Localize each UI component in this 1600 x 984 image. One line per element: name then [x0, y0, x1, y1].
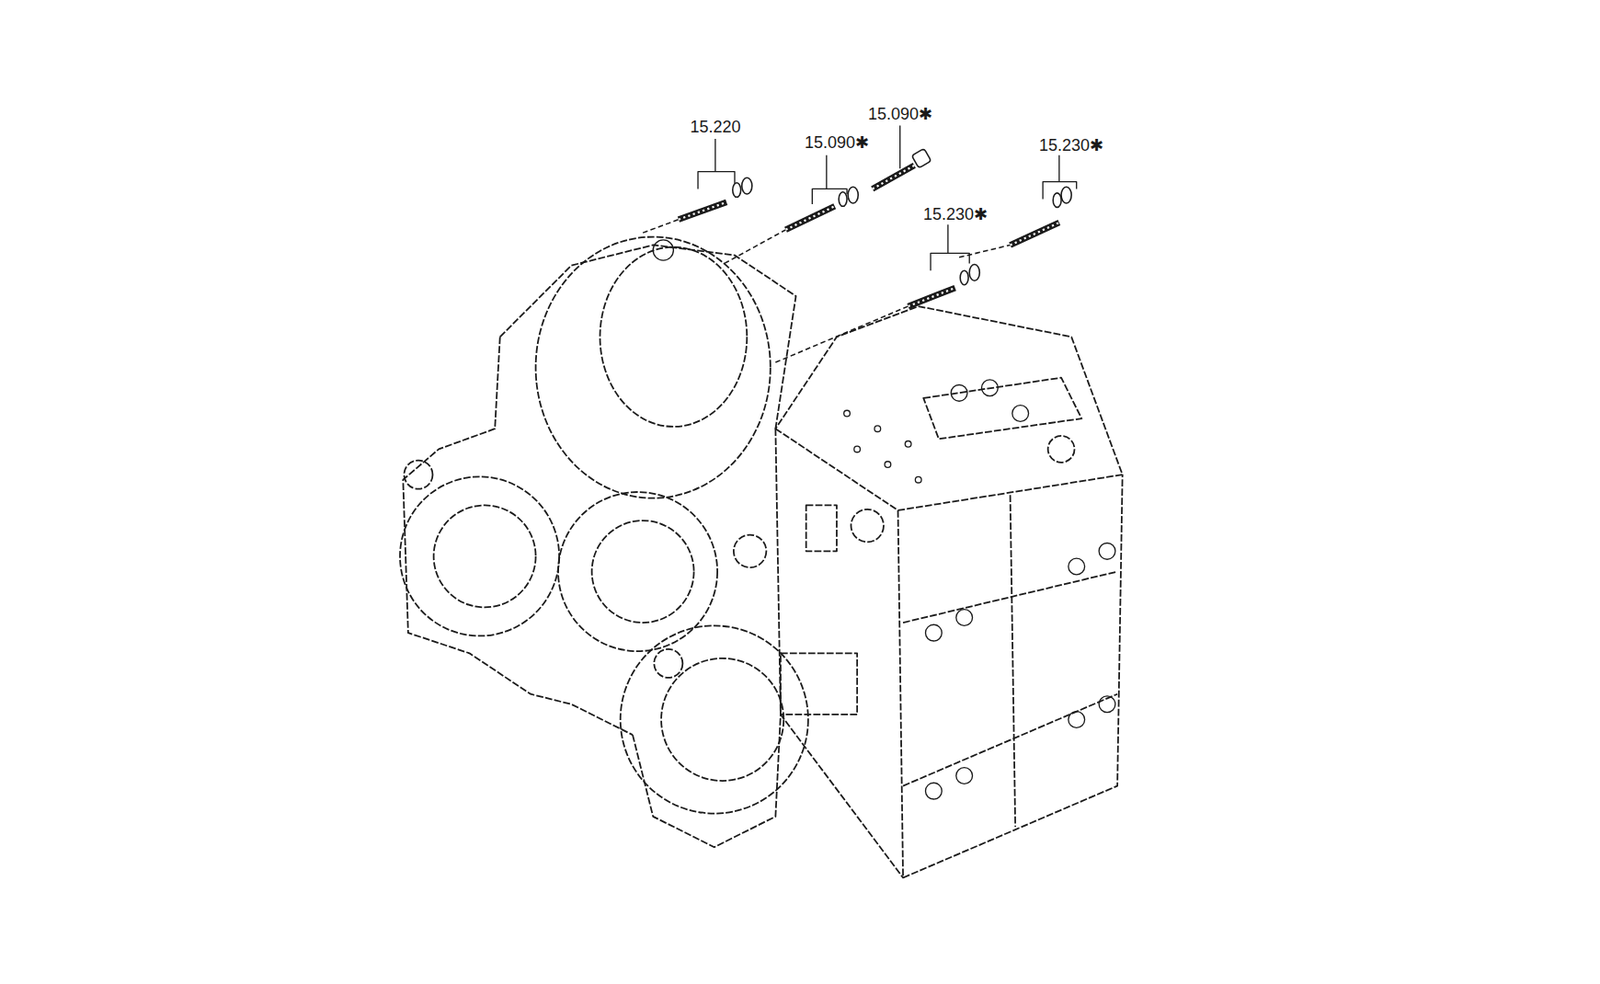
callout-number: 15.230✱	[921, 205, 990, 224]
callout-number: 15.090✱	[802, 133, 871, 152]
callout-number: 15.220	[687, 117, 743, 137]
callout-number: 15.230✱	[1037, 136, 1106, 155]
callout-number: 15.090✱	[866, 104, 935, 124]
